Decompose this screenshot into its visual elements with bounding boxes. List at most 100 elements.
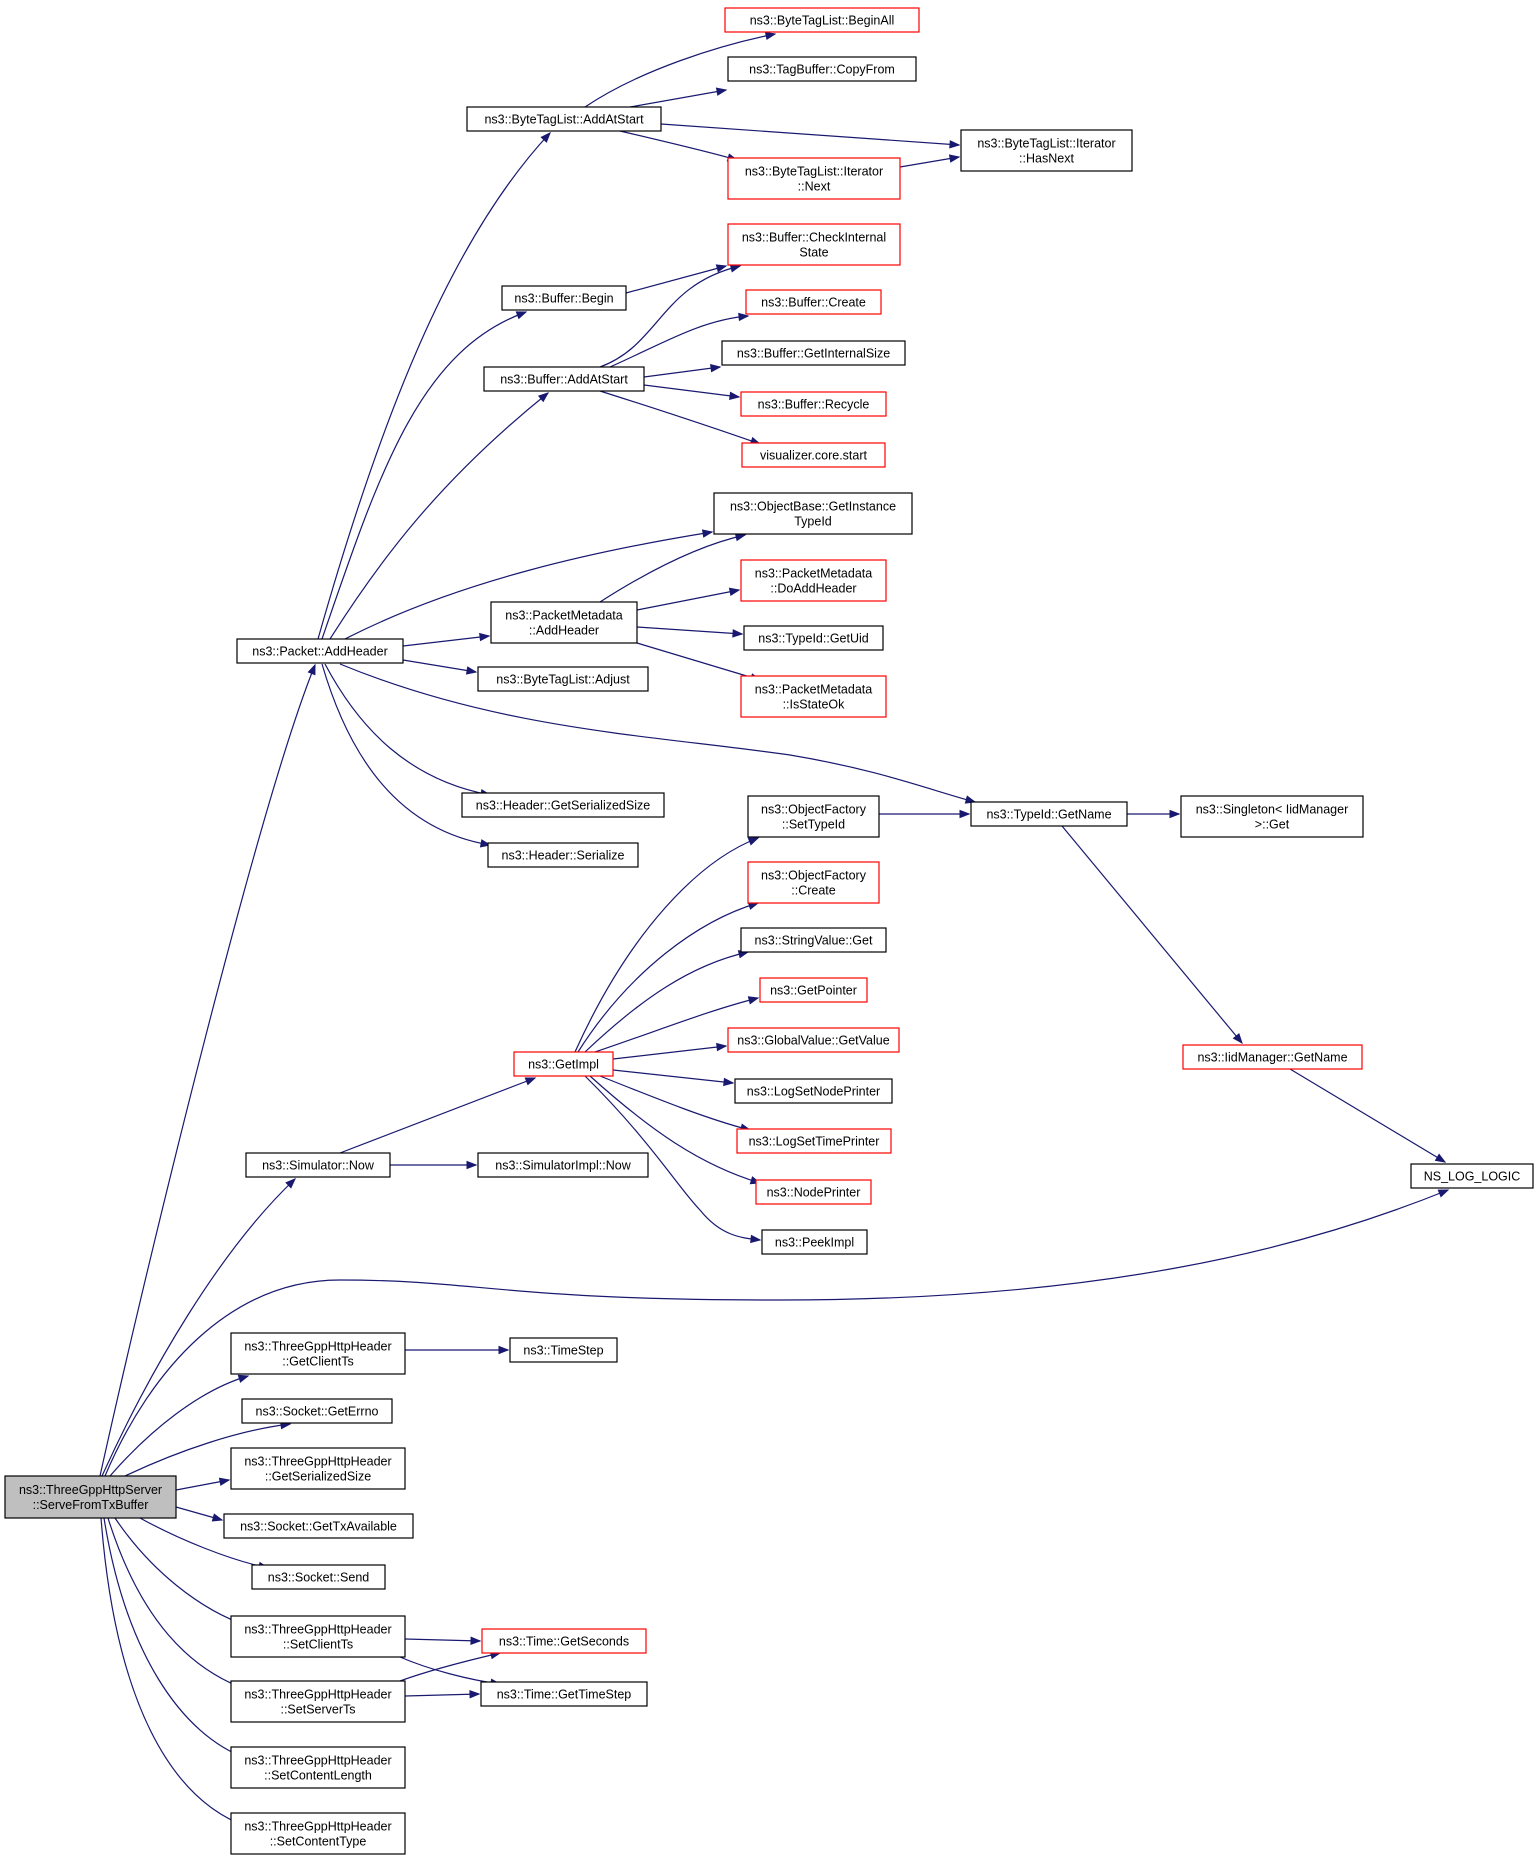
node-box[interactable]: [461, 792, 665, 818]
node-root[interactable]: ns3::ThreeGppHttpServer::ServeFromTxBuff…: [4, 1475, 177, 1519]
node-hdr-getserializedsize[interactable]: ns3::ThreeGppHttpHeader::GetSerializedSi…: [230, 1447, 406, 1490]
node-pm-doaddheader[interactable]: ns3::PacketMetadata::DoAddHeader: [740, 559, 887, 602]
node-singleton-get[interactable]: ns3::Singleton< IidManager>::Get: [1180, 795, 1364, 838]
node-box[interactable]: [230, 1447, 406, 1490]
node-box[interactable]: [713, 492, 913, 535]
node-box[interactable]: [970, 801, 1128, 827]
node-time-gettimestep[interactable]: ns3::Time::GetTimeStep: [480, 1681, 648, 1707]
node-iidmanager-getname[interactable]: ns3::IidManager::GetName: [1182, 1044, 1363, 1070]
node-getimpl[interactable]: ns3::GetImpl: [513, 1051, 614, 1077]
node-box[interactable]: [747, 861, 880, 904]
node-box[interactable]: [1182, 1044, 1363, 1070]
node-box[interactable]: [230, 1746, 406, 1789]
node-tagbuffer-copyfrom[interactable]: ns3::TagBuffer::CopyFrom: [727, 56, 917, 82]
node-box[interactable]: [724, 7, 920, 33]
node-socket-geterrno[interactable]: ns3::Socket::GetErrno: [241, 1398, 393, 1424]
node-timestep[interactable]: ns3::TimeStep: [509, 1337, 618, 1363]
node-simulator-now[interactable]: ns3::Simulator::Now: [245, 1152, 391, 1178]
node-box[interactable]: [501, 285, 627, 311]
node-header-getserializedsize[interactable]: ns3::Header::GetSerializedSize: [461, 792, 665, 818]
node-buffer-begin[interactable]: ns3::Buffer::Begin: [501, 285, 627, 311]
node-time-getseconds[interactable]: ns3::Time::GetSeconds: [481, 1628, 647, 1654]
node-globalvalue-getvalue[interactable]: ns3::GlobalValue::GetValue: [727, 1027, 900, 1053]
node-box[interactable]: [481, 1628, 647, 1654]
node-typeid-getuid[interactable]: ns3::TypeId::GetUid: [743, 625, 884, 651]
node-box[interactable]: [755, 1179, 872, 1205]
node-btl-addatstart[interactable]: ns3::ByteTagList::AddAtStart: [466, 106, 662, 132]
node-box[interactable]: [245, 1152, 391, 1178]
node-box[interactable]: [747, 795, 880, 838]
node-box[interactable]: [466, 106, 662, 132]
node-pm-addheader[interactable]: ns3::PacketMetadata::AddHeader: [490, 601, 638, 644]
node-logsetnodeprinter[interactable]: ns3::LogSetNodePrinter: [734, 1078, 893, 1104]
node-box[interactable]: [740, 559, 887, 602]
node-hdr-setclientts[interactable]: ns3::ThreeGppHttpHeader::SetClientTs: [230, 1615, 406, 1658]
node-btl-it-hasnext[interactable]: ns3::ByteTagList::Iterator::HasNext: [960, 129, 1133, 172]
node-box[interactable]: [241, 1398, 393, 1424]
node-typeid-getname[interactable]: ns3::TypeId::GetName: [970, 801, 1128, 827]
node-buffer-recycle[interactable]: ns3::Buffer::Recycle: [740, 391, 887, 417]
node-logsettimeprinter[interactable]: ns3::LogSetTimePrinter: [736, 1128, 892, 1154]
node-simimpl-now[interactable]: ns3::SimulatorImpl::Now: [477, 1152, 649, 1178]
node-box[interactable]: [740, 927, 887, 953]
node-hdr-setcontentlength[interactable]: ns3::ThreeGppHttpHeader::SetContentLengt…: [230, 1746, 406, 1789]
node-box[interactable]: [741, 442, 886, 468]
node-objfactory-create[interactable]: ns3::ObjectFactory::Create: [747, 861, 880, 904]
node-box[interactable]: [761, 1229, 868, 1255]
node-getpointer[interactable]: ns3::GetPointer: [759, 977, 868, 1003]
node-hdr-setserverts[interactable]: ns3::ThreeGppHttpHeader::SetServerTs: [230, 1680, 406, 1723]
node-box[interactable]: [230, 1680, 406, 1723]
node-box[interactable]: [236, 638, 404, 664]
node-buffer-create[interactable]: ns3::Buffer::Create: [745, 289, 882, 315]
node-hdr-getclientts[interactable]: ns3::ThreeGppHttpHeader::GetClientTs: [230, 1332, 406, 1375]
node-peekimpl[interactable]: ns3::PeekImpl: [761, 1229, 868, 1255]
node-box[interactable]: [727, 1027, 900, 1053]
node-buffer-addatstart[interactable]: ns3::Buffer::AddAtStart: [483, 366, 645, 392]
node-buffer-getinternalsize[interactable]: ns3::Buffer::GetInternalSize: [721, 340, 906, 366]
node-box[interactable]: [230, 1332, 406, 1375]
node-box[interactable]: [490, 601, 638, 644]
node-box[interactable]: [743, 625, 884, 651]
node-box[interactable]: [736, 1128, 892, 1154]
node-box[interactable]: [223, 1513, 414, 1539]
node-btl-beginall[interactable]: ns3::ByteTagList::BeginAll: [724, 7, 920, 33]
node-stringvalue-get[interactable]: ns3::StringValue::Get: [740, 927, 887, 953]
node-box[interactable]: [740, 391, 887, 417]
node-ns-log-logic[interactable]: NS_LOG_LOGIC: [1410, 1163, 1534, 1189]
node-pm-isstateok[interactable]: ns3::PacketMetadata::IsStateOk: [740, 675, 887, 718]
node-viz-core-start[interactable]: visualizer.core.start: [741, 442, 886, 468]
node-socket-gettxavailable[interactable]: ns3::Socket::GetTxAvailable: [223, 1513, 414, 1539]
node-box[interactable]: [1410, 1163, 1534, 1189]
node-header-serialize[interactable]: ns3::Header::Serialize: [487, 842, 639, 868]
node-btl-adjust[interactable]: ns3::ByteTagList::Adjust: [477, 666, 649, 692]
node-box[interactable]: [727, 223, 901, 266]
node-hdr-setcontenttype[interactable]: ns3::ThreeGppHttpHeader::SetContentType: [230, 1812, 406, 1855]
node-box[interactable]: [230, 1812, 406, 1855]
node-box[interactable]: [480, 1681, 648, 1707]
node-box[interactable]: [4, 1475, 177, 1519]
node-box[interactable]: [483, 366, 645, 392]
node-box[interactable]: [727, 157, 901, 200]
node-box[interactable]: [477, 1152, 649, 1178]
node-box[interactable]: [740, 675, 887, 718]
node-box[interactable]: [251, 1564, 386, 1590]
node-objfactory-settypeid[interactable]: ns3::ObjectFactory::SetTypeId: [747, 795, 880, 838]
node-packet-addheader[interactable]: ns3::Packet::AddHeader: [236, 638, 404, 664]
node-box[interactable]: [509, 1337, 618, 1363]
node-socket-send[interactable]: ns3::Socket::Send: [251, 1564, 386, 1590]
node-box[interactable]: [487, 842, 639, 868]
node-box[interactable]: [727, 56, 917, 82]
node-btl-it-next[interactable]: ns3::ByteTagList::Iterator::Next: [727, 157, 901, 200]
node-box[interactable]: [1180, 795, 1364, 838]
node-box[interactable]: [734, 1078, 893, 1104]
node-nodeprinter[interactable]: ns3::NodePrinter: [755, 1179, 872, 1205]
node-box[interactable]: [477, 666, 649, 692]
node-box[interactable]: [513, 1051, 614, 1077]
node-box[interactable]: [745, 289, 882, 315]
node-box[interactable]: [721, 340, 906, 366]
node-box[interactable]: [759, 977, 868, 1003]
node-box[interactable]: [230, 1615, 406, 1658]
node-box[interactable]: [960, 129, 1133, 172]
